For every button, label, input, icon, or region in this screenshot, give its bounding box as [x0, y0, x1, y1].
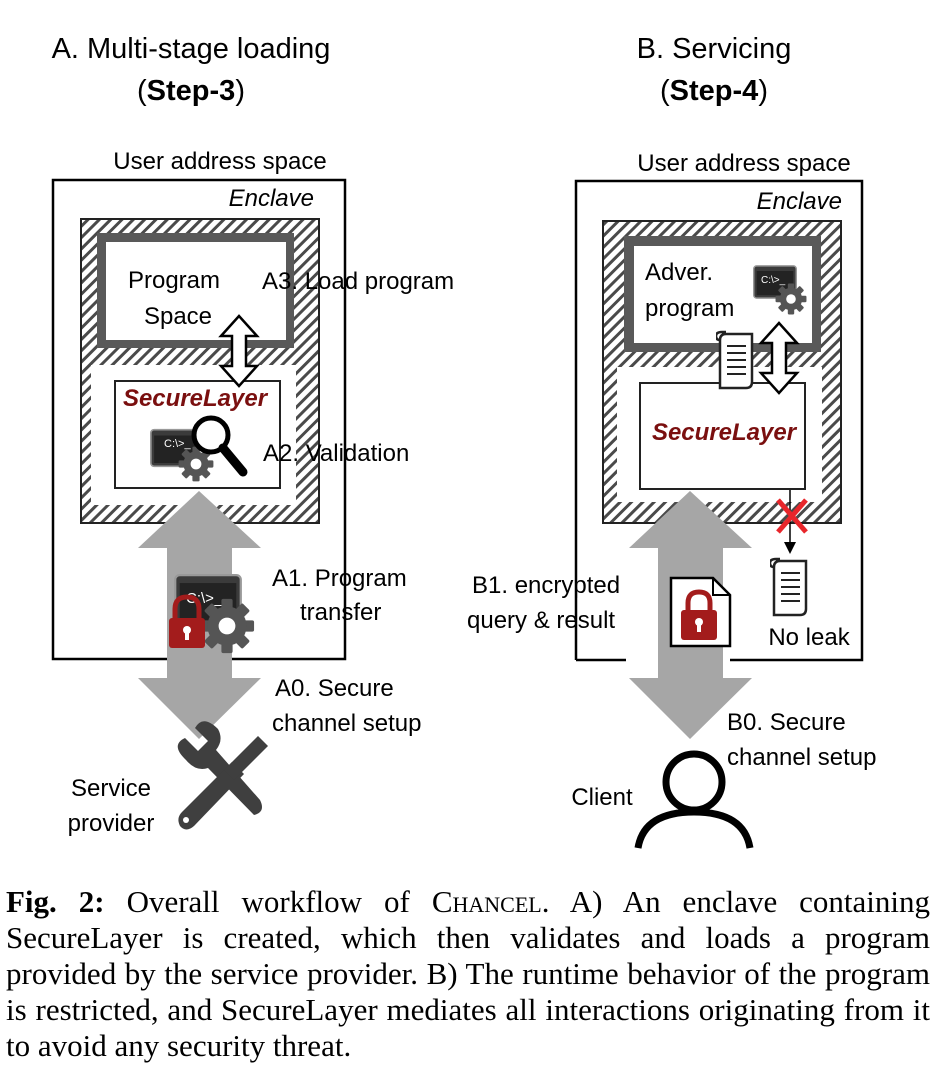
double-arrow-icon — [218, 314, 260, 388]
padlock-icon — [681, 589, 717, 640]
panel-b-step: (Step-4) — [660, 75, 768, 107]
panel-a-securelayer-label: SecureLayer — [123, 385, 269, 412]
step-b1-label-line2: query & result — [467, 607, 615, 634]
panel-b-program-line2: program — [645, 295, 734, 322]
client-label: Client — [571, 784, 633, 811]
svg-text:C:\>_: C:\>_ — [761, 275, 786, 286]
caption-system-name: Chancel — [431, 884, 542, 919]
double-arrow-icon — [758, 321, 800, 395]
caption-label: Fig. 2: — [6, 884, 105, 919]
magnifier-icon — [191, 415, 248, 477]
step-a1-label-line2: transfer — [300, 599, 381, 626]
step-b1-label-line1: B1. encrypted — [472, 572, 620, 599]
scroll-icon — [716, 330, 754, 390]
panel-b-address-space-box — [574, 179, 864, 662]
step-a3-label: A3. Load program — [262, 268, 454, 295]
user-icon — [634, 750, 754, 849]
service-provider-label-line1: Service — [71, 775, 151, 802]
wrench-icon — [177, 721, 268, 830]
step-b0-label-line2: channel setup — [727, 744, 876, 771]
panel-b-title: B. Servicing — [637, 33, 792, 65]
gear-icon — [199, 598, 255, 654]
svg-text:C:\>_: C:\>_ — [164, 438, 191, 450]
terminal-icon: C:\>_ — [753, 265, 797, 299]
panel-a-program-space-line2: Space — [144, 303, 212, 330]
workflow-diagram: A. Multi-stage loading (Step-3) User add… — [52, 33, 876, 849]
red-x-icon — [776, 498, 808, 534]
gear-icon — [775, 283, 807, 315]
caption-text-after: . A) An enclave containing SecureLayer i… — [6, 884, 931, 1063]
panel-b-address-space-label: User address space — [637, 150, 850, 177]
step-a2-label: A2. Validation — [263, 440, 409, 467]
panel-b: B. Servicing (Step-4) User address space… — [467, 33, 876, 849]
scroll-icon — [770, 557, 808, 617]
panel-a-program-space — [106, 242, 286, 340]
panel-a-step: (Step-3) — [137, 75, 245, 107]
no-leak-label: No leak — [768, 624, 850, 651]
panel-b-securelayer-label: SecureLayer — [652, 419, 798, 446]
figure-caption: Fig. 2: Overall workflow of Chancel. A) … — [6, 884, 930, 1064]
panel-a-title: A. Multi-stage loading — [52, 33, 331, 65]
panel-a-enclave-label: Enclave — [229, 185, 314, 212]
caption-text-before: Overall workflow of — [126, 884, 410, 919]
service-provider-label-line2: provider — [68, 810, 155, 837]
panel-b-securelayer-box — [639, 382, 806, 490]
terminal-icon: C:\>_ — [150, 428, 200, 468]
step-a0-label-line2: channel setup — [272, 710, 421, 737]
panel-a-program-space-line1: Program — [128, 267, 220, 294]
panel-a-address-space-label: User address space — [113, 148, 326, 175]
step-b0-label-line1: B0. Secure — [727, 709, 846, 736]
padlock-icon — [169, 594, 205, 648]
panel-b-enclave-label: Enclave — [757, 188, 842, 215]
step-a0-label-line1: A0. Secure — [275, 675, 394, 702]
step-a1-label-line1: A1. Program — [272, 565, 407, 592]
panel-b-program-line1: Adver. — [645, 259, 713, 286]
panel-a: A. Multi-stage loading (Step-3) User add… — [52, 33, 455, 837]
